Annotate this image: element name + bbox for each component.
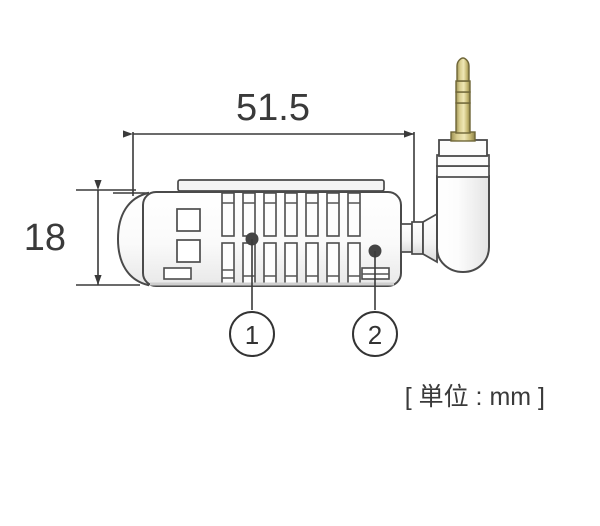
plug-pin-ring-1 [455,80,471,93]
connector-collar-ring-1 [436,165,490,178]
vent-slot [347,242,361,287]
callout-2-group[interactable]: 2 [352,244,398,357]
connector-neck-segment-1 [400,223,413,253]
plug-pin-shaft-lower [455,102,471,134]
vent-slot [326,242,340,287]
connector-collar-base [438,139,488,157]
device-window-lower [176,239,201,263]
vent-slot [221,192,235,237]
callout-1-circle[interactable] [229,311,275,357]
vent-slot [242,192,256,237]
callout-2-circle[interactable] [352,311,398,357]
length-dimension-label: 51.5 [236,87,310,129]
vent-slot [284,242,298,287]
device-window-upper [176,208,201,232]
device-pad-left [163,267,192,280]
device-nose [116,191,149,287]
vent-slot [263,242,277,287]
vent-slot [305,242,319,287]
callout-1-group[interactable]: 1 [229,232,275,357]
vent-slot [242,242,256,287]
connector-group [400,57,490,274]
vent-slot-row-bottom [221,242,361,287]
callout-2-label: 2 [368,320,382,350]
connector-elbow-body [436,175,490,274]
vent-slot [305,192,319,237]
connector-neck-segment-2 [411,221,424,255]
plug-pin-tip [456,57,470,82]
height-dimension-group: 18 [24,180,140,286]
vent-slot [263,192,277,237]
vent-slot [347,192,361,237]
device-body-group [116,179,402,287]
vent-slot [221,242,235,287]
height-dimension-label: 18 [24,217,66,259]
length-dimension-group: 51.5 [113,87,415,236]
unit-note-label: [ 単位 : mm ] [405,383,545,411]
connector-taper [422,212,438,264]
device-top-strip [177,179,385,192]
vent-slot [326,192,340,237]
callout-1-label: 1 [245,320,259,350]
plug-pin-ring-2 [455,91,471,104]
vent-slot [284,192,298,237]
vent-slot-row-top [221,192,361,237]
